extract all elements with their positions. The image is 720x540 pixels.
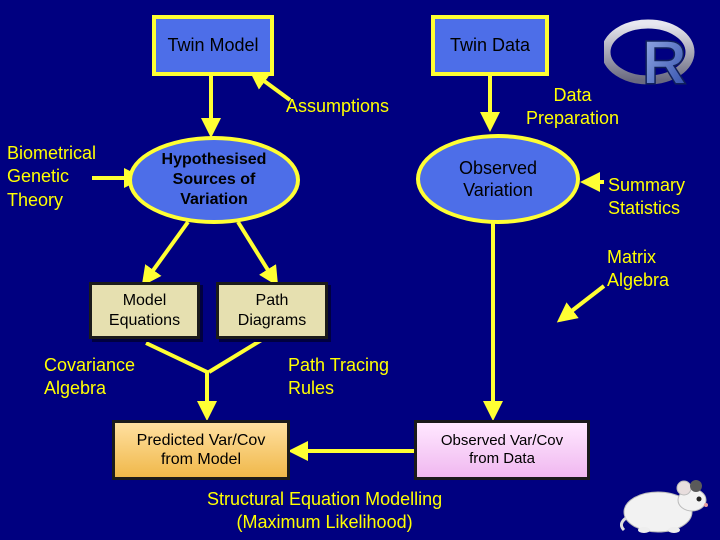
mouse-icon	[620, 478, 716, 536]
observed-varcov-label: Observed Var/Cov from Data	[441, 432, 563, 468]
predicted-varcov-box: Predicted Var/Cov from Model	[112, 420, 290, 480]
path-tracing-label: Path Tracing Rules	[288, 354, 389, 401]
hypothesised-ellipse: Hypothesised Sources of Variation	[128, 136, 300, 224]
sem-label: Structural Equation Modelling (Maximum L…	[207, 488, 442, 535]
twin-model-label: Twin Model	[167, 35, 258, 57]
path-diagrams-label: Path Diagrams	[238, 291, 306, 329]
svg-text:R: R	[642, 29, 687, 94]
predicted-varcov-label: Predicted Var/Cov from Model	[137, 431, 266, 469]
twin-data-label: Twin Data	[450, 35, 530, 57]
arrow-matrix	[560, 286, 604, 320]
matrix-algebra-label: Matrix Algebra	[607, 246, 669, 293]
arrow-assumptions-twinmodel	[252, 72, 290, 100]
twin-model-box: Twin Model	[152, 15, 274, 76]
hypothesised-label: Hypothesised Sources of Variation	[162, 150, 267, 210]
arrow-covariance	[146, 343, 207, 417]
observed-varcov-box: Observed Var/Cov from Data	[414, 420, 590, 480]
assumptions-label: Assumptions	[286, 95, 389, 118]
covariance-algebra-label: Covariance Algebra	[44, 354, 135, 401]
r-logo: R	[604, 14, 704, 94]
observed-variation-ellipse: Observed Variation	[416, 134, 580, 224]
model-equations-box: Model Equations	[89, 282, 200, 339]
arrow-pathtracing	[209, 336, 268, 372]
biometrical-theory-label: Biometrical Genetic Theory	[7, 142, 96, 212]
arrow-hypothesised-pathdiag	[238, 222, 276, 283]
model-equations-label: Model Equations	[109, 291, 180, 329]
arrow-hypothesised-modeleq	[144, 222, 188, 283]
observed-variation-label: Observed Variation	[459, 157, 537, 202]
twin-data-box: Twin Data	[431, 15, 549, 76]
path-diagrams-box: Path Diagrams	[216, 282, 328, 339]
summary-statistics-label: Summary Statistics	[608, 174, 685, 221]
